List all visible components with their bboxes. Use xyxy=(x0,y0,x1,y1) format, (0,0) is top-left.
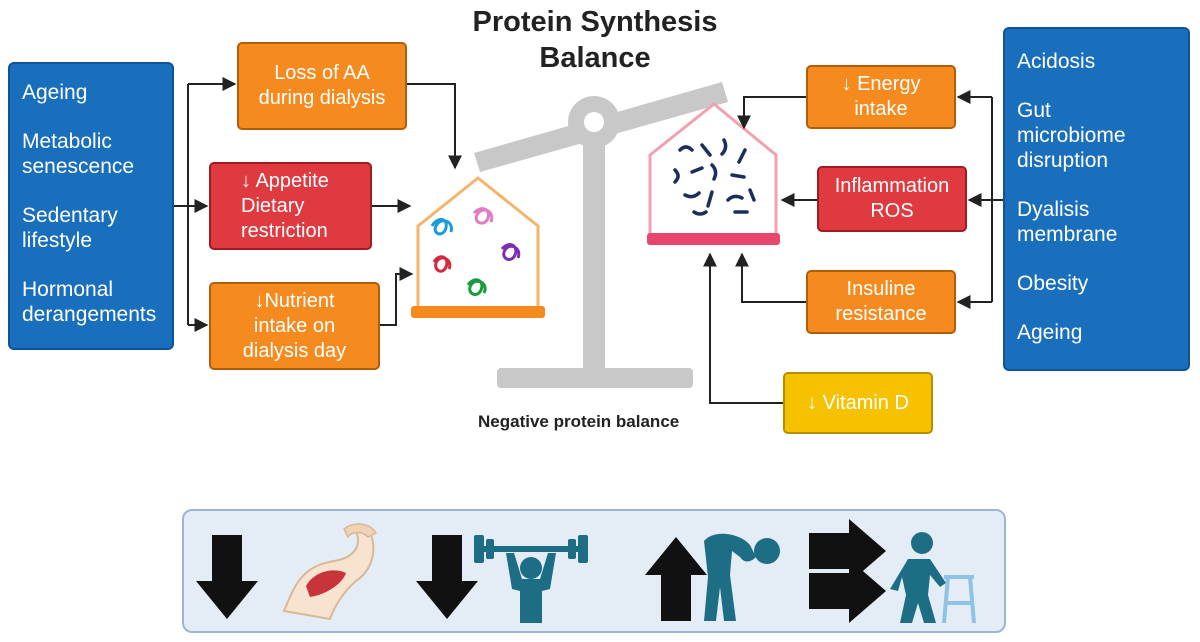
right-factor: Acidosis xyxy=(1017,50,1096,73)
box-line: Insuline xyxy=(846,278,916,300)
box-line: intake xyxy=(854,98,908,120)
bent-person-icon xyxy=(704,533,780,621)
left-factors-box: Ageing Metabolic senescence Sedentary li… xyxy=(8,62,174,350)
muscle-arm-icon xyxy=(282,523,378,621)
box-line: Inflammation xyxy=(834,175,950,197)
left-arrows xyxy=(174,77,462,332)
protein-house-left-icon xyxy=(411,176,545,318)
right-factor: Gut microbiome disruption xyxy=(1017,99,1126,172)
outcomes-panel xyxy=(182,509,1006,633)
left-factor: Hormonal derangements xyxy=(22,278,157,326)
right-factor: Ageing xyxy=(1017,321,1083,344)
title-line-2: Balance xyxy=(539,42,651,74)
title-line-1: Protein Synthesis xyxy=(472,6,718,38)
box-line: resistance xyxy=(835,303,927,325)
box-line: intake on xyxy=(253,314,336,337)
box-line: ↓ Appetite xyxy=(241,169,329,192)
box-line: ↓ Vitamin D xyxy=(807,391,909,414)
box-line: Loss of AA xyxy=(274,62,370,84)
energy-box: ↓ Energy intake xyxy=(806,65,956,129)
box-line: during dialysis xyxy=(258,87,386,109)
box-line: dialysis day xyxy=(242,339,347,362)
weightlifter-icon xyxy=(474,535,588,623)
inflammation-box: Inflammation ROS xyxy=(817,166,967,232)
box-line: ROS xyxy=(870,200,914,222)
box-line: Dietary xyxy=(241,194,305,217)
right-factor: Obesity xyxy=(1017,272,1089,295)
nutrient-box: ↓Nutrient intake on dialysis day xyxy=(209,282,380,370)
outcomes-graphics xyxy=(196,519,976,624)
appetite-box: ↓ Appetite Dietary restriction xyxy=(209,162,372,250)
protein-house-right-icon xyxy=(647,102,780,245)
right-factors-box: Acidosis Gut microbiome disruption Dyali… xyxy=(1003,27,1190,371)
down-arrow-icon xyxy=(416,535,478,619)
negative-balance-caption: Negative protein balance xyxy=(478,412,680,431)
left-factor: Sedentary lifestyle xyxy=(22,204,118,252)
box-line: ↓Nutrient xyxy=(254,289,335,312)
box-line: restriction xyxy=(241,219,328,242)
insuline-box: Insuline resistance xyxy=(806,270,956,334)
loss-aa-box: Loss of AA during dialysis xyxy=(237,42,407,130)
down-arrow-icon xyxy=(196,535,258,619)
vitamin-d-box: ↓ Vitamin D xyxy=(783,372,933,434)
balance-scale-icon xyxy=(474,82,728,388)
diagram-title: Protein Synthesis Balance xyxy=(440,4,750,76)
box-line: ↓ Energy xyxy=(841,73,921,95)
walker-person-icon xyxy=(890,532,976,624)
right-arrows xyxy=(703,90,1003,404)
right-arrows-icon xyxy=(809,519,886,623)
up-arrow-icon xyxy=(645,537,707,621)
left-factor: Metabolic senescence xyxy=(22,130,135,178)
left-factor: Ageing xyxy=(22,81,88,104)
right-factor: Dyalisis membrane xyxy=(1017,198,1118,246)
